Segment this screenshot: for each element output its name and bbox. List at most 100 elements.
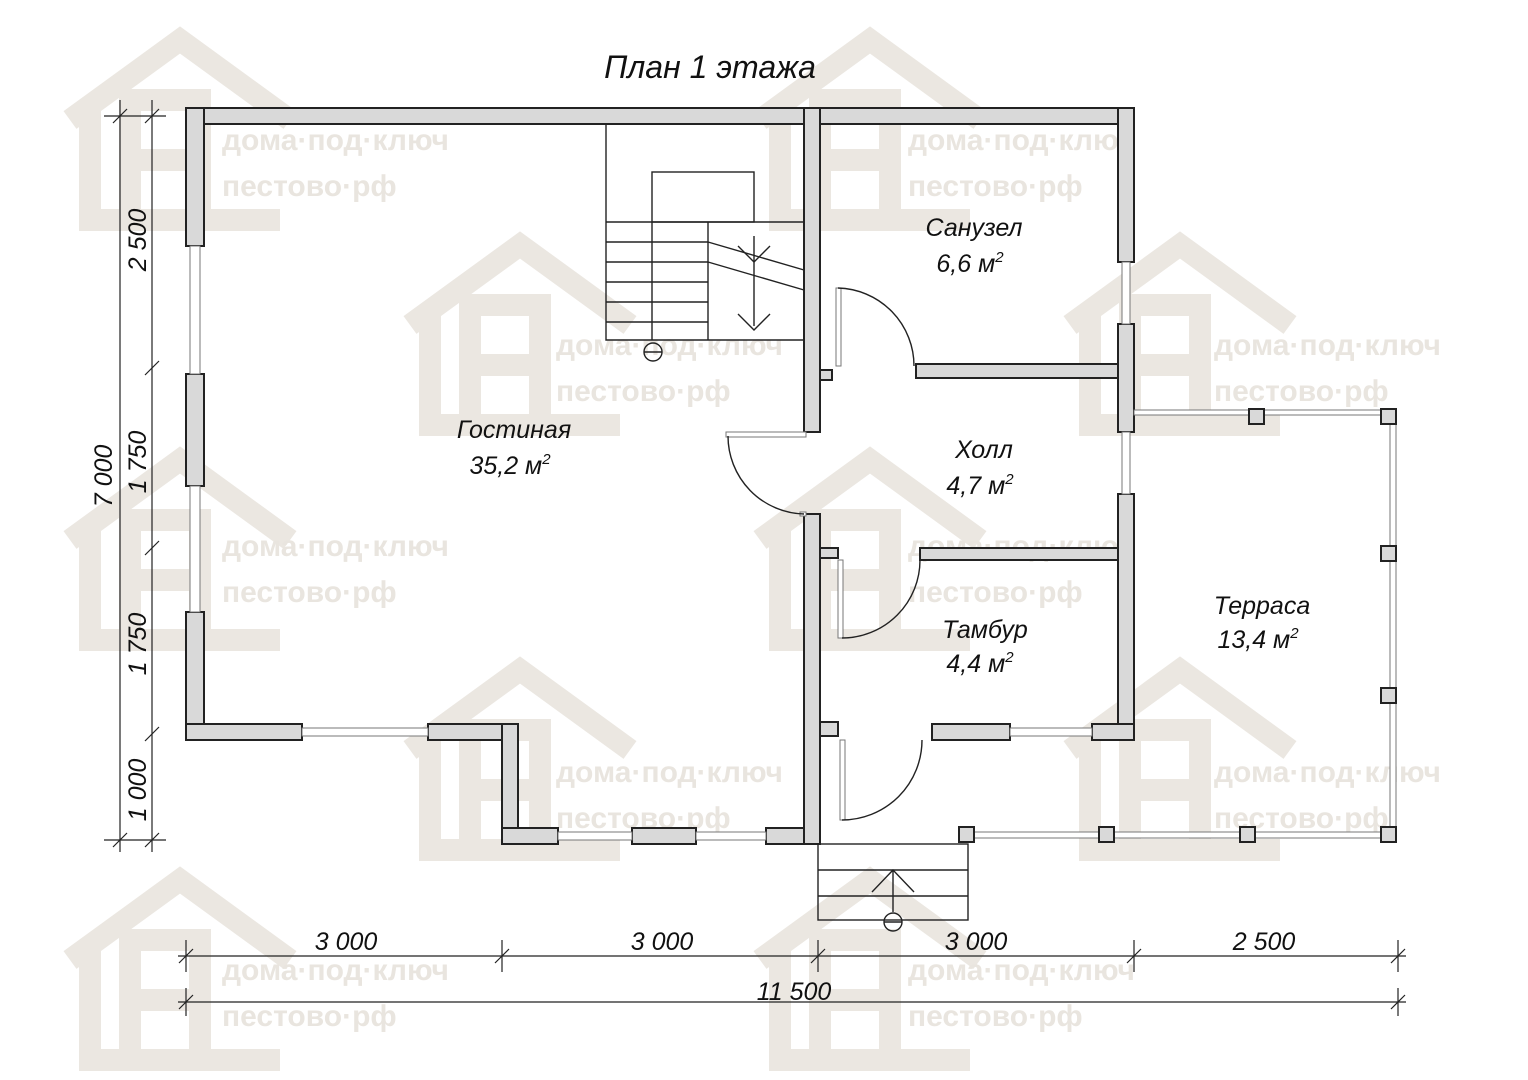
watermark-text-line2: пестово·рф: [908, 170, 1083, 203]
wall-bathroom: [915, 363, 1119, 379]
room-labels: Гостиная 35,2 м2 Санузел 6,6 м2 Холл 4,7…: [457, 214, 1310, 678]
watermark-text-line1: дома·под·ключ: [222, 954, 449, 987]
wall-notch-vertical: [501, 723, 519, 845]
wall-right-1: [1117, 107, 1135, 263]
door-bathroom-swing: [837, 287, 915, 367]
terrace-post: [1248, 408, 1265, 425]
horizontal-dimensions: 3 000 3 000 3 000 2 500 11 500: [178, 928, 1406, 1016]
watermark-text-line1: дома·под·ключ: [556, 329, 783, 362]
room-living-area: 35,2 м2: [469, 451, 551, 480]
dim-h-4: 2 500: [1232, 928, 1296, 956]
room-terrace-area: 13,4 м2: [1217, 625, 1299, 654]
terrace-post: [1098, 826, 1115, 843]
watermark-houses: [63, 26, 1297, 1071]
watermark-text-line1: дома·под·ключ: [908, 954, 1135, 987]
dim-tick: [144, 540, 160, 556]
vertical-dimensions: 2 500 1 750 1 750 1 000 7 000: [90, 100, 166, 852]
window-right-1: [1121, 261, 1131, 325]
watermark-text-line2: пестово·рф: [908, 1000, 1083, 1033]
door-frame-living: [725, 431, 807, 438]
vertical-ticks: [112, 108, 160, 848]
watermark-text-line1: дома·под·ключ: [1214, 329, 1441, 362]
wall-right-3: [1117, 493, 1135, 741]
dim-tick: [178, 948, 194, 964]
door-entrance-swing: [841, 739, 923, 821]
wall-left-2: [185, 373, 205, 487]
watermark-house-icon: [753, 446, 987, 651]
door-vestibule-swing: [841, 559, 921, 639]
room-vestibule-name: Тамбур: [942, 616, 1028, 644]
wall-central-nub-2: [819, 547, 839, 559]
watermark-house-icon: [403, 656, 637, 861]
terrace-post: [1380, 826, 1397, 843]
window-bottom-2: [557, 831, 633, 841]
watermark-text-line2: пестово·рф: [556, 375, 731, 408]
dim-v-total: 7 000: [90, 445, 118, 508]
window-left-1: [189, 245, 201, 375]
wall-right-2: [1117, 323, 1135, 433]
watermark-layer: дома·под·ключ пестово·рф дома·под·ключ пест…: [63, 26, 1441, 1071]
watermark-text-line2: пестово·рф: [222, 1000, 397, 1033]
door-entrance-leaf: [839, 739, 846, 821]
windows: [189, 245, 1131, 841]
watermark-house-icon: [63, 446, 297, 651]
watermark-house-icon: [403, 231, 637, 436]
watermark-house-icon: [1063, 231, 1297, 436]
room-bathroom-area: 6,6 м2: [936, 249, 1004, 278]
dim-tick: [144, 726, 160, 742]
terrace-post: [1239, 826, 1256, 843]
dim-tick: [178, 994, 194, 1010]
wall-bottom-notch: [501, 827, 559, 845]
dim-tick: [144, 360, 160, 376]
walls: [185, 107, 1135, 845]
watermark-house-icon: [753, 866, 987, 1071]
dim-v-1: 2 500: [124, 209, 152, 273]
dim-tick: [494, 948, 510, 964]
wall-left-1: [185, 107, 205, 247]
dim-tick: [1390, 948, 1406, 964]
terrace-post: [1380, 687, 1397, 704]
dim-tick: [112, 108, 128, 124]
watermark-text-line2: пестово·рф: [1214, 375, 1389, 408]
watermark-house-icon: [1063, 656, 1297, 861]
dim-tick: [810, 948, 826, 964]
terrace: [958, 408, 1397, 843]
dim-tick: [144, 832, 160, 848]
room-terrace-name: Терраса: [1214, 592, 1311, 620]
watermark-texts: дома·под·ключ пестово·рф дома·под·ключ пест…: [222, 124, 1441, 1033]
room-hall-name: Холл: [954, 436, 1013, 464]
watermark-text-line1: дома·под·ключ: [1214, 756, 1441, 789]
window-vestibule: [1009, 727, 1093, 737]
wall-vestibule-top: [919, 547, 1119, 561]
wall-vestibule-corner: [1091, 723, 1135, 741]
dim-v-3: 1 750: [124, 613, 152, 676]
wall-vestibule-bottom: [931, 723, 1011, 741]
room-vestibule-area: 4,4 м2: [946, 649, 1014, 678]
terrace-posts: [958, 408, 1397, 843]
watermark-text-line1: дома·под·ключ: [222, 124, 449, 157]
plan-title: План 1 этажа: [604, 49, 816, 85]
door-bathroom-leaf: [835, 287, 842, 367]
watermark-text-line2: пестово·рф: [908, 576, 1083, 609]
watermark-text-line2: пестово·рф: [222, 170, 397, 203]
dim-tick: [1126, 948, 1142, 964]
wall-left-3: [185, 611, 205, 741]
watermark-text-line2: пестово·рф: [222, 576, 397, 609]
wall-central-lower: [803, 513, 821, 845]
terrace-post: [1380, 545, 1397, 562]
staircase: [605, 124, 805, 362]
wall-central-upper: [803, 107, 821, 433]
wall-central-nub-1: [819, 369, 833, 381]
dim-h-3: 3 000: [945, 928, 1008, 956]
dim-v-2: 1 750: [124, 431, 152, 494]
watermark-house-icon: [63, 866, 297, 1071]
dim-v-4: 1 000: [124, 759, 152, 822]
window-bottom-1: [301, 727, 429, 737]
dim-tick: [1390, 994, 1406, 1010]
watermark-text-line1: дома·под·ключ: [908, 124, 1135, 157]
horizontal-ticks: [178, 940, 1406, 1016]
wall-bottom-pier: [631, 827, 697, 845]
dim-tick: [112, 832, 128, 848]
window-bottom-3: [695, 831, 767, 841]
